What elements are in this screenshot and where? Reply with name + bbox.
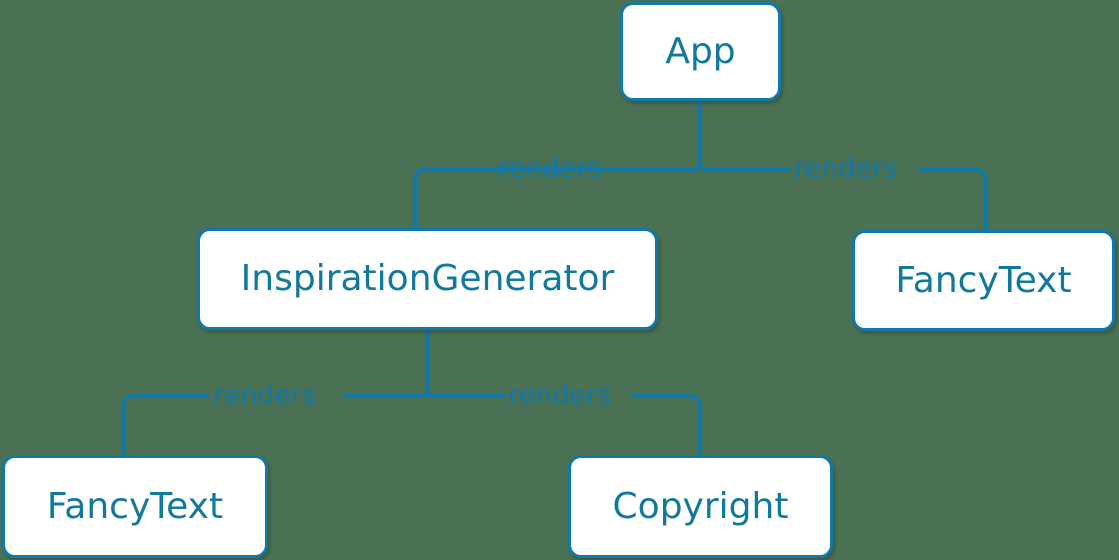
edge-app-to-fancy-corner [918, 167, 987, 232]
node-inspiration-generator[interactable]: InspirationGenerator [197, 228, 658, 330]
node-app-label: App [665, 30, 736, 72]
edge-app-stem-right [698, 99, 708, 171]
edge-inspgen-stem [419, 328, 429, 398]
node-app[interactable]: App [620, 2, 781, 101]
edge-label-app-to-fancy-text: renders [794, 153, 898, 184]
node-fancy-text-bottom-left[interactable]: FancyText [2, 455, 268, 558]
node-copyright-label: Copyright [612, 485, 789, 527]
edge-inspgen-stem-right [425, 328, 435, 398]
edge-inspgen-to-fancy-bl-corner [121, 394, 210, 457]
node-fancy-text-right-label: FancyText [895, 259, 1072, 301]
node-fancy-text-right[interactable]: FancyText [852, 230, 1115, 331]
edge-inspgen-to-copyright-corner [632, 394, 702, 457]
edge-app-stem [692, 99, 702, 171]
node-fancy-text-bottom-left-label: FancyText [46, 485, 224, 527]
node-copyright[interactable]: Copyright [568, 455, 833, 558]
edge-label-inspiration-generator-to-copyright: renders [508, 380, 612, 411]
edge-label-app-to-inspiration-generator: renders [498, 153, 602, 184]
edge-label-inspiration-generator-to-fancy-text: renders [213, 380, 317, 411]
node-inspiration-generator-label: InspirationGenerator [240, 258, 615, 299]
